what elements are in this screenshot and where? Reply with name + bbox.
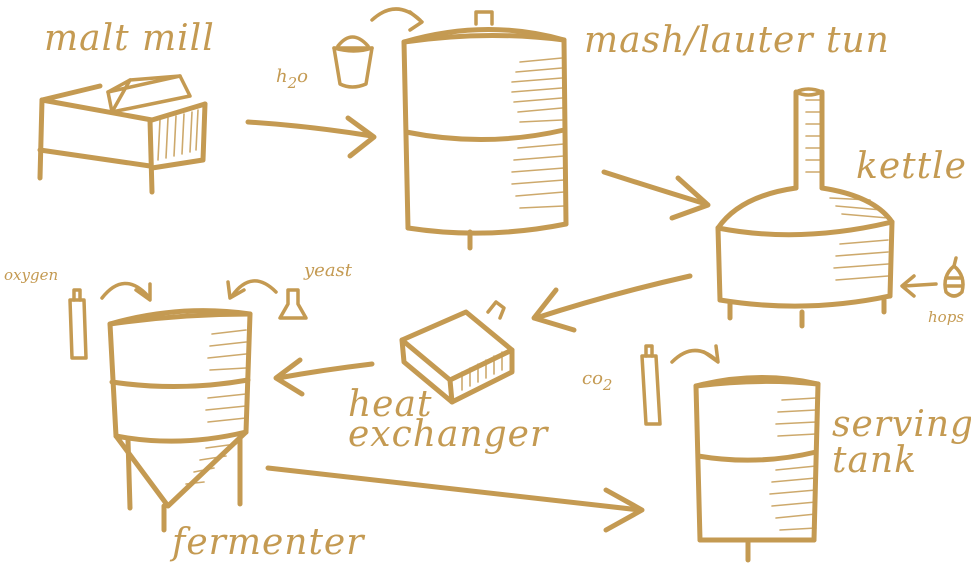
mash-tun-label: mash/lauter tun — [584, 20, 890, 61]
yeast-label: yeast — [303, 260, 353, 281]
serving-label: serving — [832, 404, 971, 445]
serving-tank-icon — [696, 377, 818, 560]
h2o-label: h2o — [276, 66, 308, 92]
exchanger-label: exchanger — [348, 414, 549, 455]
arrow-oxygen-in — [102, 283, 150, 300]
fermenter-label: fermenter — [169, 522, 365, 563]
h2o-subscript: 2 — [287, 74, 298, 92]
arrow-water-in — [372, 9, 422, 30]
oxygen-label: oxygen — [4, 266, 58, 284]
tank-label: tank — [832, 440, 917, 481]
mash-tun-icon — [404, 12, 566, 248]
co2-tank-icon — [642, 346, 660, 424]
bucket-icon — [334, 37, 372, 87]
h2o-o: o — [297, 66, 308, 87]
arrow-co2-in — [672, 346, 718, 362]
hop-icon — [945, 258, 963, 296]
arrow-fermenter-to-serving — [268, 468, 642, 530]
co2-co: co — [582, 368, 603, 389]
oxygen-tank-icon — [70, 290, 86, 358]
arrow-tun-to-kettle — [604, 172, 708, 218]
yeast-flask-icon — [280, 290, 306, 318]
hops-label: hops — [928, 308, 964, 326]
arrow-yeast-in — [228, 281, 276, 298]
co2-label: co2 — [582, 368, 612, 394]
arrow-kettle-to-exchanger — [534, 276, 690, 330]
kettle-icon — [718, 89, 892, 326]
h2o-h: h — [276, 66, 288, 87]
co2-subscript: 2 — [602, 376, 613, 394]
malt-mill-label: malt mill — [44, 18, 215, 59]
arrow-mill-to-tun — [248, 118, 374, 156]
fermenter-icon — [110, 311, 250, 530]
arrow-hops-in — [902, 276, 936, 296]
malt-mill-icon — [40, 76, 205, 192]
kettle-label: kettle — [856, 146, 967, 187]
